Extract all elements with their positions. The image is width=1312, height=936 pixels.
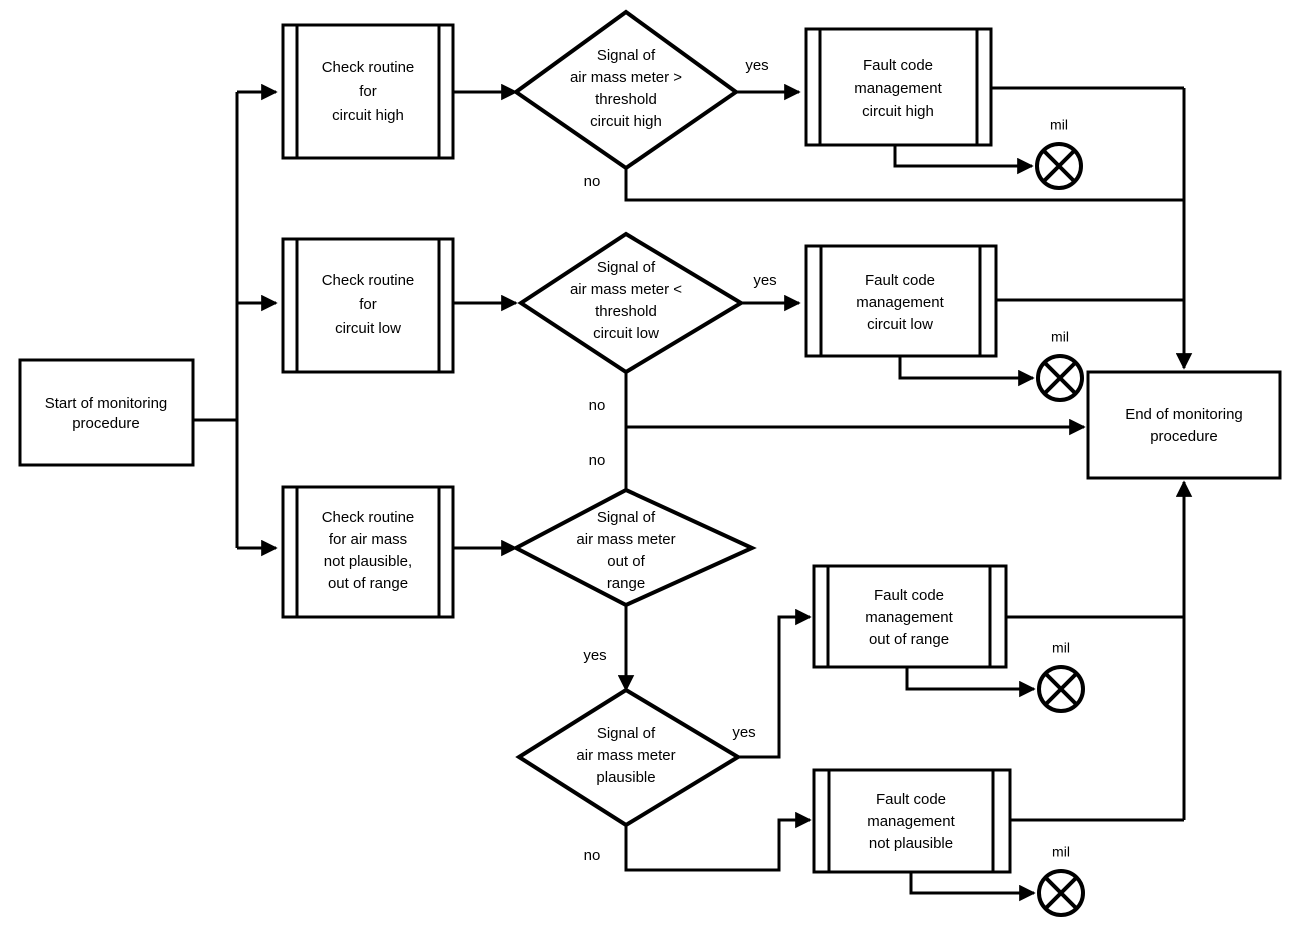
check-plausible-label-line-1: Check routine xyxy=(322,509,415,526)
edge-label-high-no: no xyxy=(584,173,601,190)
edges-layer xyxy=(193,83,1193,902)
decision-plausible-label-line-3: plausible xyxy=(596,769,655,786)
fcm-low-label-line-2: management xyxy=(856,294,944,311)
check-plausible-box xyxy=(281,485,455,619)
edge-label-low-yes: yes xyxy=(753,272,776,289)
fcm-range-box xyxy=(812,564,1008,669)
decision-high-label-line-2: air mass meter > xyxy=(570,69,682,86)
decision-low-label-line-4: circuit low xyxy=(593,325,659,342)
node-fcm-not-plausible[interactable]: Fault code management not plausible xyxy=(812,768,1012,874)
node-start[interactable]: Start of monitoring procedure xyxy=(18,358,195,467)
decision-plausible-diamond xyxy=(515,687,742,828)
fcm-range-label-line-2: management xyxy=(865,609,953,626)
start-label-line-1: Start of monitoring xyxy=(45,395,168,412)
edge-fcm-high-to-mil xyxy=(893,145,1034,175)
decision-low-label-line-3: threshold xyxy=(595,303,657,320)
edge-decision-plausible-yes xyxy=(738,608,812,759)
fcm-high-label-line-1: Fault code xyxy=(863,57,933,74)
decision-plausible-label-line-2: air mass meter xyxy=(576,747,675,764)
fcm-high-box xyxy=(804,27,993,147)
edge-decision-high-no xyxy=(624,168,1184,202)
mil-high-label: mil xyxy=(1050,117,1068,133)
edge-label-range-no: no xyxy=(589,452,606,469)
check-low-label-line-2: for xyxy=(359,296,377,313)
edge-label-plausible-yes: yes xyxy=(732,724,755,741)
node-decision-plausible[interactable]: Signal of air mass meter plausible xyxy=(515,687,742,828)
edge-fcm-range-to-mil xyxy=(905,667,1036,698)
check-high-label-line-2: for xyxy=(359,83,377,100)
check-low-label-line-1: Check routine xyxy=(322,272,415,289)
decision-high-label-line-4: circuit high xyxy=(590,113,662,130)
decision-high-label-line-3: threshold xyxy=(595,91,657,108)
edge-label-range-yes: yes xyxy=(583,647,606,664)
fcm-low-label-line-3: circuit low xyxy=(867,316,933,333)
mil-indicator-circuit-low[interactable]: mil xyxy=(1036,329,1084,402)
decision-low-diamond xyxy=(517,231,745,375)
mil-notplausible-cross-icon xyxy=(1044,876,1078,910)
decision-high-diamond xyxy=(512,9,740,171)
node-check-routine-air-mass-plausibility[interactable]: Check routine for air mass not plausible… xyxy=(281,485,455,619)
node-decision-out-of-range[interactable]: Signal of air mass meter out of range xyxy=(511,487,757,608)
decision-range-label-line-2: air mass meter xyxy=(576,531,675,548)
fcm-notplausible-label-line-2: management xyxy=(867,813,955,830)
edge-fcm-low-to-mil xyxy=(898,356,1035,387)
node-decision-circuit-high[interactable]: Signal of air mass meter > threshold cir… xyxy=(512,9,740,171)
mil-range-cross-icon xyxy=(1044,672,1078,706)
mil-indicator-out-of-range[interactable]: mil xyxy=(1037,640,1085,713)
check-low-label-line-3: circuit low xyxy=(335,320,401,337)
check-plausible-label-line-3: not plausible, xyxy=(324,553,412,570)
check-high-label-line-3: circuit high xyxy=(332,107,404,124)
decision-low-label-line-1: Signal of xyxy=(597,259,656,276)
edge-label-plausible-no: no xyxy=(584,847,601,864)
decision-high-label-line-1: Signal of xyxy=(597,47,656,64)
edge-labels-layer: yes no yes no no yes yes no xyxy=(583,57,776,864)
mil-low-cross-icon xyxy=(1043,361,1077,395)
fcm-range-label-line-3: out of range xyxy=(869,631,949,648)
mil-indicator-circuit-high[interactable]: mil xyxy=(1035,117,1083,190)
decision-plausible-label-line-1: Signal of xyxy=(597,725,656,742)
node-end[interactable]: End of monitoring procedure xyxy=(1086,370,1282,480)
decision-range-label-line-1: Signal of xyxy=(597,509,656,526)
end-box xyxy=(1086,370,1282,480)
decision-low-label-line-2: air mass meter < xyxy=(570,281,682,298)
mil-low-label: mil xyxy=(1051,329,1069,345)
check-plausible-label-line-4: out of range xyxy=(328,575,408,592)
edge-label-low-no: no xyxy=(589,397,606,414)
node-check-routine-circuit-high[interactable]: Check routine for circuit high xyxy=(281,23,455,160)
mil-range-label: mil xyxy=(1052,640,1070,656)
edge-label-high-yes: yes xyxy=(745,57,768,74)
decision-range-label-line-3: out of xyxy=(607,553,645,570)
fcm-high-label-line-3: circuit high xyxy=(862,103,934,120)
fcm-high-label-line-2: management xyxy=(854,80,942,97)
decision-range-label-line-4: range xyxy=(607,575,645,592)
node-fcm-circuit-low[interactable]: Fault code management circuit low xyxy=(804,244,998,358)
decision-range-diamond xyxy=(511,487,757,608)
check-high-box xyxy=(281,23,455,160)
end-label-line-1: End of monitoring xyxy=(1125,406,1243,423)
fcm-notplausible-box xyxy=(812,768,1012,874)
start-box xyxy=(18,358,195,467)
edge-decision-plausible-no xyxy=(624,811,812,872)
check-high-label-line-1: Check routine xyxy=(322,59,415,76)
node-fcm-circuit-high[interactable]: Fault code management circuit high xyxy=(804,27,993,147)
fcm-range-label-line-1: Fault code xyxy=(874,587,944,604)
check-low-box xyxy=(281,237,455,374)
edge-fcm-notplausible-to-mil xyxy=(909,872,1036,902)
start-label-line-2: procedure xyxy=(72,415,140,432)
mil-high-cross-icon xyxy=(1042,149,1076,183)
fcm-notplausible-label-line-1: Fault code xyxy=(876,791,946,808)
node-fcm-out-of-range[interactable]: Fault code management out of range xyxy=(812,564,1008,669)
fcm-low-label-line-1: Fault code xyxy=(865,272,935,289)
node-decision-circuit-low[interactable]: Signal of air mass meter < threshold cir… xyxy=(517,231,745,375)
fcm-notplausible-label-line-3: not plausible xyxy=(869,835,953,852)
mil-notplausible-label: mil xyxy=(1052,844,1070,860)
mil-indicator-not-plausible[interactable]: mil xyxy=(1037,844,1085,917)
fcm-low-box xyxy=(804,244,998,358)
end-label-line-2: procedure xyxy=(1150,428,1218,445)
check-plausible-label-line-2: for air mass xyxy=(329,531,407,548)
node-check-routine-circuit-low[interactable]: Check routine for circuit low xyxy=(281,237,455,374)
